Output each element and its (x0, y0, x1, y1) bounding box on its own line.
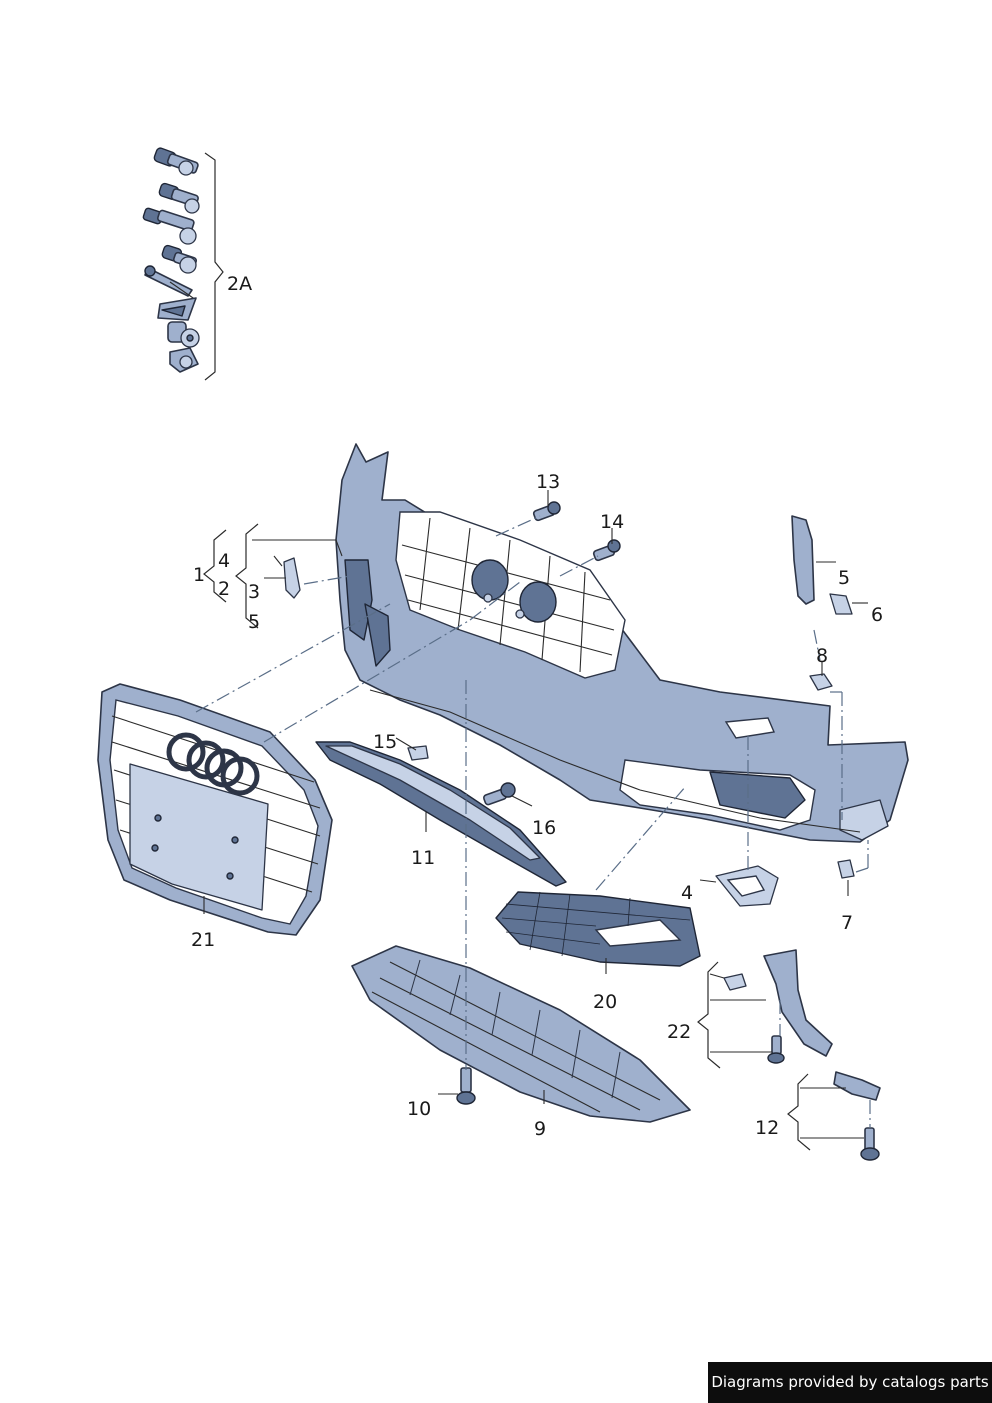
screw-22 (767, 1035, 785, 1064)
fastener-kit-2a: 2A (142, 147, 252, 381)
label-5-right: 5 (838, 567, 850, 589)
label-2: 2 (218, 578, 230, 600)
label-5-left: 5 (248, 611, 260, 633)
cap-3 (283, 557, 301, 599)
label-4-right: 4 (681, 882, 693, 904)
bracket-12 (833, 1071, 881, 1101)
attribution-footer: Diagrams provided by catalogs parts (708, 1362, 992, 1403)
callout-labels: 13 14 1 4 2 3 5 5 6 8 15 16 11 4 7 21 20… (191, 471, 883, 1140)
leader-lines (203, 490, 868, 1104)
label-22: 22 (667, 1021, 691, 1043)
label-21: 21 (191, 929, 215, 951)
undertray (351, 945, 691, 1123)
label-14: 14 (600, 511, 624, 533)
brace-3 (235, 523, 259, 629)
brace-12 (787, 1073, 811, 1151)
label-15: 15 (373, 731, 397, 753)
bracket-22 (763, 949, 833, 1057)
brace-22 (697, 961, 721, 1069)
label-16: 16 (532, 817, 556, 839)
label-13: 13 (536, 471, 560, 493)
label-10: 10 (407, 1098, 431, 1120)
brace-1 (203, 529, 227, 603)
screw-13 (532, 501, 561, 522)
label-7: 7 (841, 912, 853, 934)
screw-14 (592, 539, 621, 562)
front-grille (97, 683, 333, 936)
screw-12 (860, 1127, 880, 1161)
clip-8 (809, 673, 833, 691)
label-12: 12 (755, 1117, 779, 1139)
label-3: 3 (248, 581, 260, 603)
screw-10 (456, 1067, 476, 1105)
label-8: 8 (816, 645, 828, 667)
clip-nut-6 (829, 593, 853, 615)
four-rings-emblem (166, 732, 260, 796)
screw-16 (482, 782, 516, 806)
alignment-lines (195, 515, 871, 1128)
label-6: 6 (871, 604, 883, 626)
label-11: 11 (411, 847, 435, 869)
fog-grille (495, 891, 701, 967)
lower-trim-strip (315, 741, 567, 887)
clip-15 (407, 745, 429, 761)
kit-brace (204, 152, 224, 381)
label-2a: 2A (227, 273, 252, 295)
label-9: 9 (534, 1118, 546, 1140)
clip-7 (837, 859, 855, 879)
bumper-cover (335, 443, 909, 843)
label-4-left: 4 (218, 550, 230, 572)
side-bracket (791, 515, 815, 605)
label-20: 20 (593, 991, 617, 1013)
label-1: 1 (193, 564, 205, 586)
